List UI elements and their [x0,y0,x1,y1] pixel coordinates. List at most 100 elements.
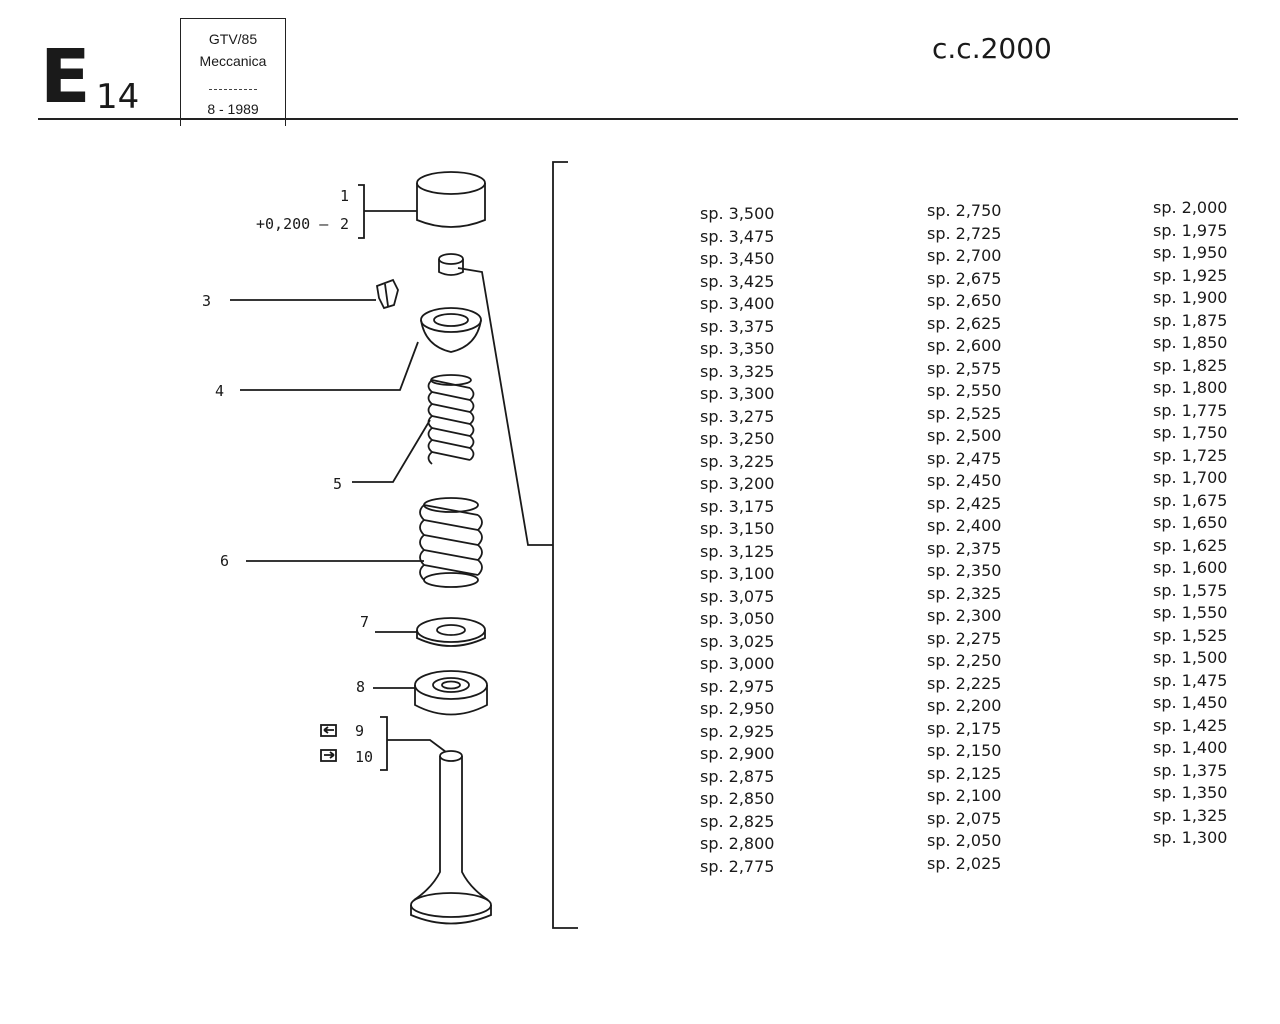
shim-size-item: sp. 2,400 [927,516,1002,535]
shim-size-item: sp. 3,500 [700,204,775,223]
shim-size-item: sp. 2,350 [927,561,1002,580]
shim-size-item: sp. 2,450 [927,471,1002,490]
category-label: Meccanica [199,53,267,69]
shim-size-item: sp. 2,725 [927,223,1002,243]
shim-size-item: sp. 1,300 [1153,828,1228,847]
inner-spring [427,374,475,465]
shim-size-item: sp. 2,825 [700,811,775,831]
adjusting-shim [438,253,464,276]
shim-size-item: sp. 1,725 [1153,445,1228,465]
model-info-box: GTV/85 Meccanica 8 - 1989 [180,18,286,126]
shim-size-item: sp. 2,650 [927,291,1002,310]
callout-8: 8 [356,678,366,696]
shim-size-item: sp. 1,625 [1153,535,1228,555]
shim-size-item: sp. 1,325 [1153,805,1228,825]
shim-size-item: sp. 2,275 [927,628,1002,648]
shim-size-item: sp. 3,175 [700,496,775,516]
shim-size-item: sp. 3,200 [700,474,775,493]
shim-size-item: sp. 1,850 [1153,333,1228,352]
shim-size-item: sp. 2,375 [927,538,1002,558]
shim-size-item: sp. 3,400 [700,294,775,313]
callout-10: 10 [355,748,374,766]
shim-size-item: sp. 1,575 [1153,580,1228,600]
shim-size-item: sp. 3,025 [700,631,775,651]
leader-4 [240,341,419,391]
shim-size-item: sp. 3,275 [700,406,775,426]
valve [410,750,492,925]
shim-size-item: sp. 2,075 [927,808,1002,828]
shim-size-item: sp. 2,875 [700,766,775,786]
shim-size-item: sp. 2,300 [927,606,1002,625]
shim-size-item: sp. 2,200 [927,696,1002,715]
tappet-bucket [416,171,486,228]
shim-size-item: sp. 2,900 [700,744,775,763]
shim-size-item: sp. 2,525 [927,403,1002,423]
shim-size-item: sp. 1,975 [1153,220,1228,240]
shim-size-item: sp. 1,950 [1153,243,1228,262]
shim-size-item: sp. 2,975 [700,676,775,696]
callout-6: 6 [220,552,230,570]
shim-column-3: sp. 2,000 sp. 1,975 sp. 1,950 sp. 1,925 sp. … [1153,197,1227,850]
engine-displacement: c.c.2000 [932,32,1052,65]
shim-size-item: sp. 2,250 [927,651,1002,670]
callout-2-prefix: +0,200 – [256,215,329,233]
spring-retainer [420,307,482,353]
shim-size-item: sp. 3,300 [700,384,775,403]
callout-3: 3 [202,292,212,310]
shim-size-item: sp. 1,675 [1153,490,1228,510]
shim-size-item: sp. 1,900 [1153,288,1228,307]
shim-size-item: sp. 1,375 [1153,760,1228,780]
shim-size-item: sp. 1,525 [1153,625,1228,645]
shim-size-item: sp. 2,325 [927,583,1002,603]
model-label: GTV/85 [208,31,258,47]
shim-bracket [552,161,578,929]
shim-size-item: sp. 2,025 [927,853,1002,873]
shim-size-item: sp. 1,350 [1153,783,1228,802]
shim-size-item: sp. 1,825 [1153,355,1228,375]
leader-5 [352,419,431,483]
shim-size-item: sp. 3,350 [700,339,775,358]
shim-size-item: sp. 2,800 [700,834,775,853]
bracket-9-10 [380,716,388,771]
shim-size-item: sp. 3,050 [700,609,775,628]
shim-size-item: sp. 2,000 [1153,198,1228,217]
shim-size-item: sp. 2,925 [700,721,775,741]
shim-size-item: sp. 2,125 [927,763,1002,783]
valve-seal [414,670,488,716]
shim-size-item: sp. 2,950 [700,699,775,718]
shim-size-item: sp. 3,250 [700,429,775,448]
shim-size-item: sp. 3,325 [700,361,775,381]
shim-size-item: sp. 1,775 [1153,400,1228,420]
valve-cotter [375,278,399,310]
callout-4: 4 [215,382,225,400]
shim-size-item: sp. 2,775 [700,856,775,876]
shim-size-item: sp. 3,075 [700,586,775,606]
shim-size-item: sp. 1,550 [1153,603,1228,622]
section-letter: E [40,34,91,120]
shim-size-item: sp. 1,500 [1153,648,1228,667]
shim-size-item: sp. 2,500 [927,426,1002,445]
shim-size-item: sp. 3,225 [700,451,775,471]
bracket-1-2 [358,184,365,239]
shim-size-item: sp. 1,475 [1153,670,1228,690]
shim-size-item: sp. 2,600 [927,336,1002,355]
shim-size-item: sp. 1,650 [1153,513,1228,532]
shim-size-item: sp. 2,700 [927,246,1002,265]
shim-size-item: sp. 1,875 [1153,310,1228,330]
arrow-out-icon [320,749,337,762]
callout-1: 1 [340,187,350,205]
shim-size-item: sp. 2,175 [927,718,1002,738]
shim-size-item: sp. 1,450 [1153,693,1228,712]
shim-size-item: sp. 1,925 [1153,265,1228,285]
shim-size-item: sp. 2,675 [927,268,1002,288]
shim-size-item: sp. 2,050 [927,831,1002,850]
callout-9: 9 [355,722,365,740]
shim-size-item: sp. 3,425 [700,271,775,291]
shim-size-item: sp. 2,425 [927,493,1002,513]
shim-column-2: sp. 2,750 sp. 2,725 sp. 2,700 sp. 2,675 sp. … [927,200,1001,875]
shim-size-item: sp. 1,400 [1153,738,1228,757]
callout-5: 5 [333,475,343,493]
shim-size-item: sp. 2,750 [927,201,1002,220]
shim-size-item: sp. 2,550 [927,381,1002,400]
